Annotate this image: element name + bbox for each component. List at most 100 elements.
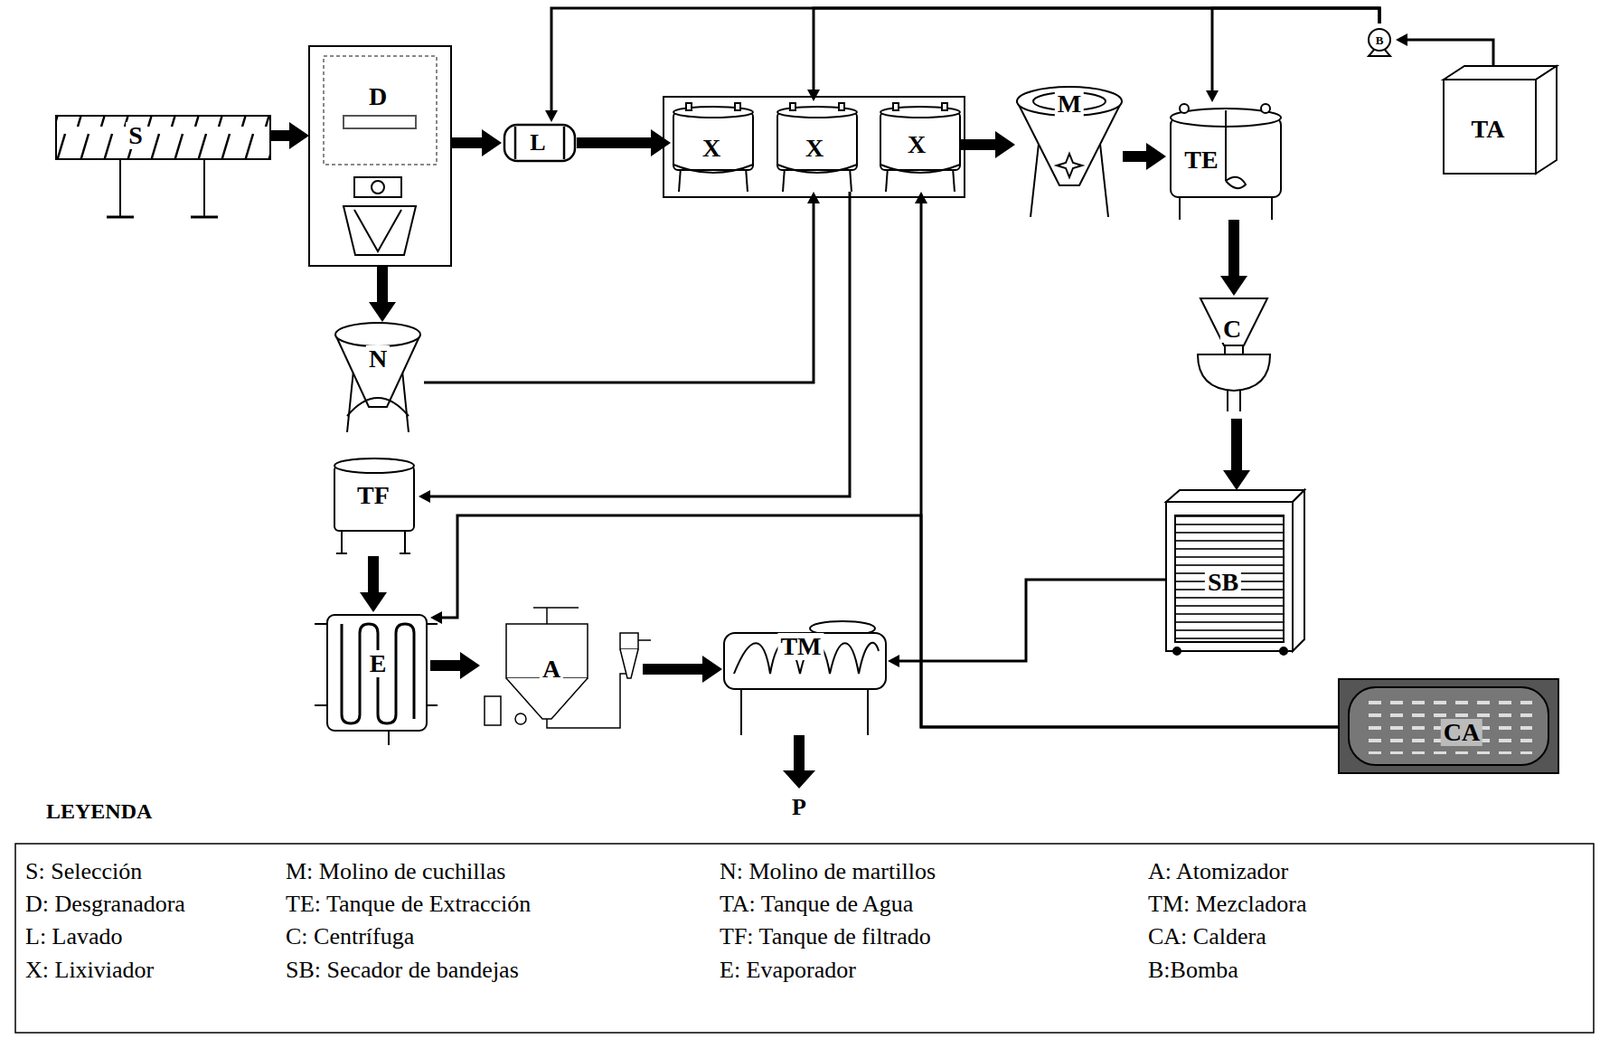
conveyor-art xyxy=(119,159,122,217)
extraction-tank-art xyxy=(1179,103,1189,113)
hammer-mill: N xyxy=(334,321,424,434)
conveyor-art xyxy=(56,115,271,160)
mixer-art xyxy=(724,621,886,789)
mixer-art xyxy=(724,632,886,689)
flow-arrow xyxy=(367,555,379,593)
flow-arrow xyxy=(1231,418,1243,471)
leaching-tank-art xyxy=(734,103,741,111)
leaching-tank-art xyxy=(777,164,857,173)
legend-entry: TE: Tanque de Extracción xyxy=(285,891,531,918)
hammer-mill-art xyxy=(335,322,421,433)
flow-arrow xyxy=(451,137,482,149)
mixer-art xyxy=(866,688,869,735)
leaching-tank-art xyxy=(673,112,753,170)
spray-dryer-art xyxy=(545,607,548,624)
equipment-code: N xyxy=(366,345,390,373)
mixer-art xyxy=(782,770,816,789)
legend-entry: X: Lixiviador xyxy=(25,957,154,984)
tray-dryer-art xyxy=(1166,489,1305,502)
boiler-art xyxy=(1338,678,1559,773)
equipment-code: TA xyxy=(1468,115,1508,143)
leaching-frame-art xyxy=(663,96,965,198)
service-line xyxy=(551,8,1380,111)
legend-entry: CA: Caldera xyxy=(1148,923,1267,951)
conveyor-art xyxy=(56,115,271,217)
evaporator-art xyxy=(314,704,328,706)
thresher-art xyxy=(343,115,416,129)
leaching-tank-art xyxy=(686,103,692,111)
flow-arrow xyxy=(376,265,388,302)
extraction-tank: TE xyxy=(1166,102,1286,220)
leaching-tank-art xyxy=(880,112,960,170)
boiler: CA xyxy=(1338,678,1559,773)
centrifuge-art xyxy=(1197,354,1271,391)
equipment-code: TE xyxy=(1181,146,1221,174)
equipment-code: L xyxy=(527,130,548,156)
spray-dryer-art xyxy=(638,639,651,641)
leaching-tank-art xyxy=(838,103,845,111)
legend-entry: C: Centrífuga xyxy=(285,923,415,951)
thresher-art xyxy=(354,177,402,198)
leaching-tank-art xyxy=(880,164,960,173)
filtrate-tank-art xyxy=(334,465,415,531)
spray-dryer: A xyxy=(480,602,643,735)
equipment-code: S xyxy=(125,122,146,150)
leaching-tank-art xyxy=(941,103,948,111)
product-label: P xyxy=(791,795,807,819)
legend-entry: S: Selección xyxy=(25,858,142,885)
flow-arrow xyxy=(1228,219,1240,276)
filtrate-tank-art xyxy=(404,528,406,554)
legend-entry: TM: Mezcladora xyxy=(1148,891,1307,918)
service-line xyxy=(430,191,850,497)
leaching-tank: X xyxy=(875,101,960,192)
spray-dryer-art xyxy=(533,606,579,609)
washer-art xyxy=(514,126,518,160)
leaching-tank-art xyxy=(673,164,753,173)
equipment-code: X xyxy=(904,131,929,159)
tray-dryer-art xyxy=(1173,647,1181,655)
centrifuge-art xyxy=(1197,298,1271,412)
legend-entry: N: Molino de martillos xyxy=(719,858,936,885)
evaporator-art xyxy=(314,614,438,745)
knife-mill-art xyxy=(1030,135,1040,217)
legend-heading: LEYENDA xyxy=(46,800,152,822)
conveyor-art xyxy=(203,159,206,217)
evaporator-art xyxy=(341,623,415,724)
legend-entry: A: Atomizador xyxy=(1148,858,1289,885)
filtrate-tank-art xyxy=(334,458,415,473)
filtrate-tank-art xyxy=(399,552,411,555)
legend-entry: L: Lavado xyxy=(25,923,123,951)
evaporator-art xyxy=(426,622,438,625)
centrifuge-art xyxy=(1226,390,1229,412)
legend-frame xyxy=(15,843,1594,1033)
spray-dryer-art xyxy=(506,677,588,719)
thresher-art xyxy=(323,56,437,165)
flow-arrow xyxy=(642,663,703,675)
filtrate-tank-art xyxy=(336,552,348,555)
thresher-art xyxy=(309,46,452,266)
spray-dryer-art xyxy=(620,649,639,678)
leaching-frame-art xyxy=(663,96,965,198)
leaching-tank-art xyxy=(790,103,796,111)
flow-arrow xyxy=(270,130,290,142)
boiler-art xyxy=(1338,678,1559,773)
extraction-tank-art xyxy=(1225,177,1246,189)
service-line xyxy=(1212,8,1380,91)
pump: B xyxy=(1363,23,1396,57)
legend-entry: M: Molino de cuchillas xyxy=(285,858,506,885)
extraction-tank-art xyxy=(1170,103,1281,220)
thresher-art xyxy=(309,46,452,266)
legend-entry: TF: Tanque de filtrado xyxy=(719,923,932,951)
tray-dryer-art xyxy=(1166,501,1293,651)
service-line xyxy=(813,8,1380,90)
hammer-mill-art xyxy=(335,334,421,407)
washer-art xyxy=(504,124,575,161)
service-line xyxy=(442,515,1339,727)
thresher: D xyxy=(309,46,452,266)
knife-mill: M xyxy=(1015,86,1123,220)
thresher-art xyxy=(371,180,385,194)
equipment-code: M xyxy=(1054,90,1084,118)
equipment-code: C xyxy=(1220,315,1244,343)
equipment-code: E xyxy=(367,649,390,678)
